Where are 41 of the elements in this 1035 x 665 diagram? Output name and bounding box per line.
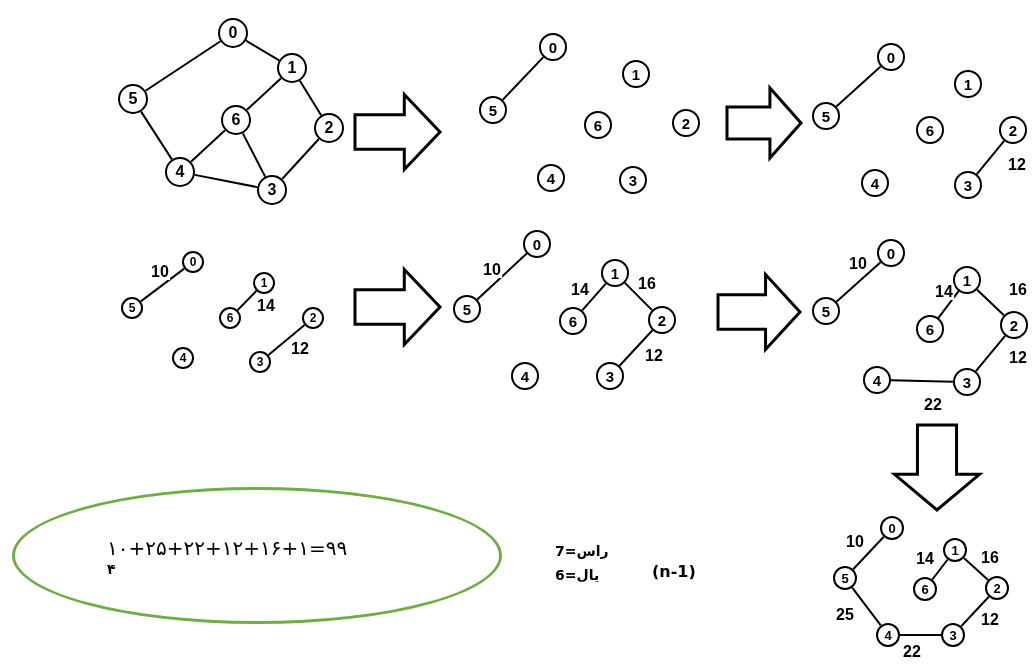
edge-weight: 25 bbox=[835, 607, 855, 623]
edge-weight: 16 bbox=[637, 276, 657, 292]
graph-edge bbox=[835, 261, 882, 303]
edge-weight: 10 bbox=[482, 262, 502, 278]
edge-weight: 10 bbox=[845, 534, 865, 550]
edge-weight: 12 bbox=[980, 612, 1000, 628]
graph-edge bbox=[618, 329, 654, 367]
note-text: 7=راس bbox=[555, 544, 609, 558]
graph-edge bbox=[246, 77, 282, 111]
graph-edge bbox=[976, 288, 1005, 317]
edge-weight: 22 bbox=[902, 644, 922, 660]
edge-weight: 12 bbox=[290, 341, 310, 357]
graph-edge bbox=[835, 65, 882, 108]
edge-weight: 14 bbox=[256, 298, 276, 314]
sum-text: ١٠+٢۵+٢٢+١٢+١۶+١=٩٩ bbox=[107, 536, 348, 562]
graph-edge bbox=[281, 138, 320, 180]
note-text: 6=یال bbox=[555, 568, 600, 582]
note-text: (n-1) bbox=[652, 564, 696, 580]
edge-weight: 22 bbox=[923, 397, 943, 413]
edge-weight: 10 bbox=[150, 264, 170, 280]
graph-edge bbox=[190, 129, 226, 163]
edge-weight: 12 bbox=[1008, 350, 1028, 366]
block-arrow bbox=[353, 265, 443, 349]
sum-text: ۴ bbox=[107, 561, 116, 579]
edge-weight: 16 bbox=[980, 550, 1000, 566]
graph-edge bbox=[476, 252, 528, 301]
edge-weight: 10 bbox=[848, 256, 868, 272]
block-arrow bbox=[725, 84, 803, 162]
edge-weight: 14 bbox=[934, 284, 954, 300]
graph-edge bbox=[501, 56, 545, 101]
edge-weight: 12 bbox=[1007, 157, 1027, 173]
graph-edge bbox=[623, 281, 654, 312]
edge-weight: 14 bbox=[915, 551, 935, 567]
graph-edge bbox=[890, 379, 954, 383]
edge-weight: 12 bbox=[644, 348, 664, 364]
block-arrow bbox=[890, 423, 984, 512]
edge-weight: 16 bbox=[1008, 282, 1028, 298]
block-arrow bbox=[353, 90, 443, 174]
graph-edge bbox=[899, 634, 942, 636]
edge-weight: 14 bbox=[570, 282, 590, 298]
block-arrow bbox=[716, 270, 803, 354]
